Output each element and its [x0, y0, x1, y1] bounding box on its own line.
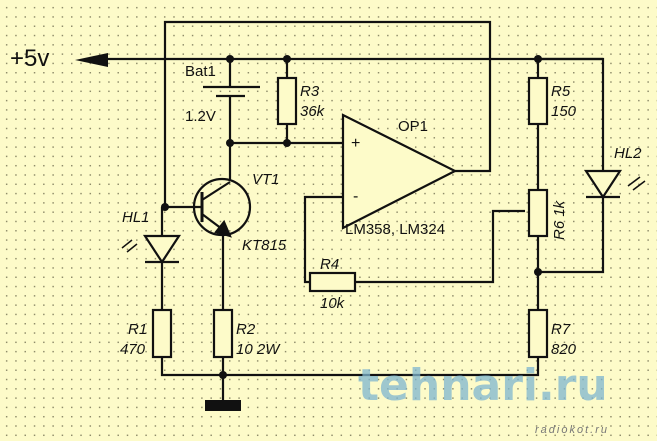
resistor-r7 — [527, 308, 549, 359]
watermark-logo: tehnari.ru — [358, 360, 608, 411]
supply-label: +5v — [10, 45, 50, 72]
r7-name: R7 — [551, 321, 571, 338]
transistor-type: KT815 — [242, 237, 287, 254]
opamp-plus: + — [351, 135, 361, 152]
resistor-r6 — [527, 188, 549, 238]
transistor-name: VT1 — [252, 171, 280, 188]
watermark-source: radiokot.ru — [535, 424, 609, 436]
resistor-r5 — [527, 76, 549, 126]
hl1-label: HL1 — [122, 209, 150, 226]
opamp-name: OP1 — [398, 118, 429, 135]
r6-label: R6 1k — [551, 200, 568, 240]
led-hl1 — [121, 234, 182, 265]
resistor-r4 — [308, 271, 357, 293]
r5-name: R5 — [551, 83, 571, 100]
transistor-vt1 — [192, 177, 252, 238]
opamp-op1 — [341, 113, 458, 230]
r4-name: R4 — [320, 256, 340, 273]
r3-value: 36k — [300, 103, 325, 120]
resistor-r1 — [151, 308, 173, 359]
opamp-type: LM358, LM324 — [345, 221, 446, 238]
battery-name: Bat1 — [185, 63, 216, 80]
r1-value: 470 — [120, 341, 146, 358]
battery-bat1 — [203, 85, 260, 98]
hl2-label: HL2 — [614, 145, 642, 162]
led-hl2 — [583, 169, 646, 200]
resistor-r2 — [212, 308, 234, 359]
battery-value: 1.2V — [185, 108, 216, 125]
r5-value: 150 — [551, 103, 577, 120]
r2-value: 10 2W — [236, 341, 280, 358]
ground-symbol — [205, 400, 241, 411]
junction-dots — [161, 55, 542, 379]
resistor-r3 — [276, 76, 298, 126]
supply-arrow-icon — [75, 53, 108, 67]
r4-value: 10k — [320, 295, 345, 312]
r7-value: 820 — [551, 341, 577, 358]
r3-name: R3 — [300, 83, 320, 100]
opamp-minus: - — [353, 188, 359, 205]
r1-name: R1 — [128, 321, 148, 338]
r2-name: R2 — [236, 321, 256, 338]
